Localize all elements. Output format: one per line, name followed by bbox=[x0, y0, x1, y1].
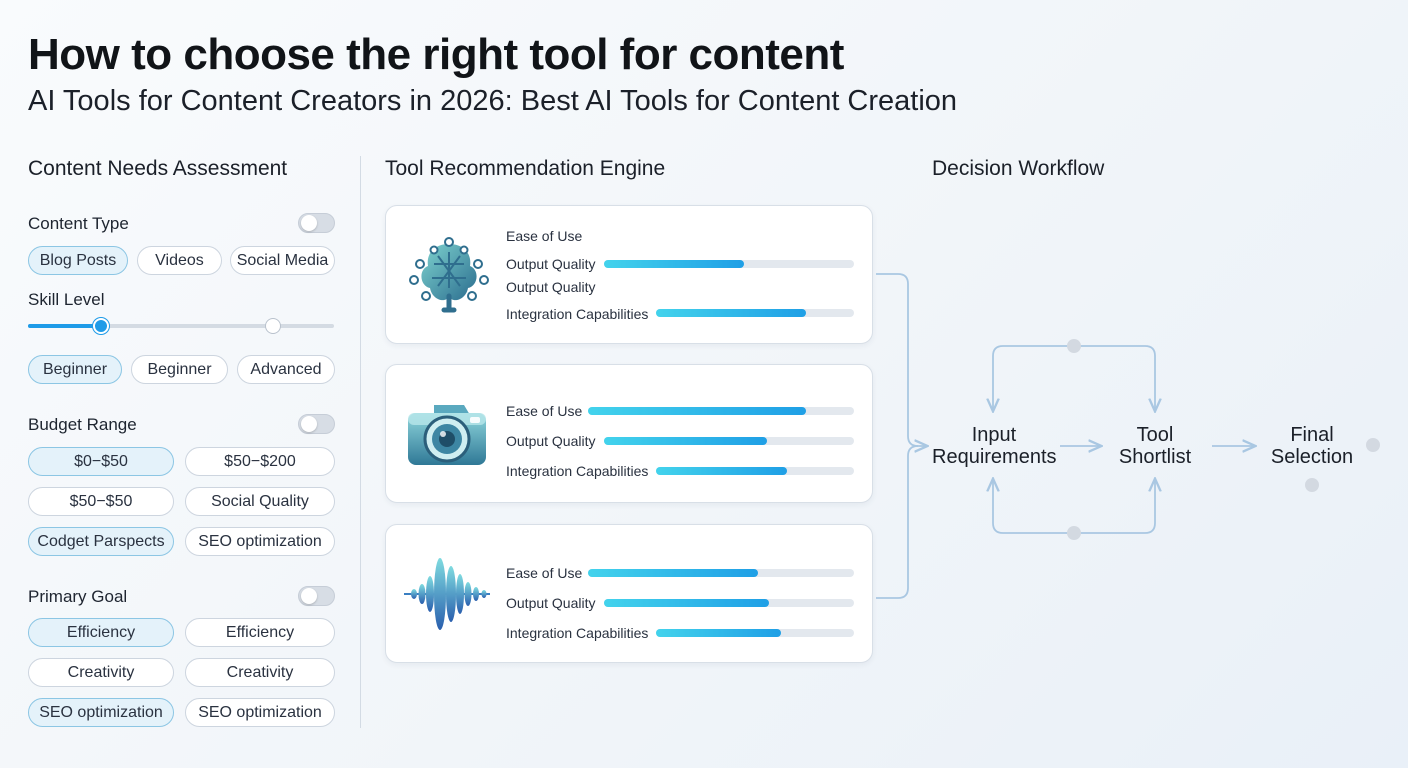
workflow-node-line: Selection bbox=[1270, 446, 1354, 468]
metric-bar-fill bbox=[604, 599, 769, 607]
metric-label: Integration Capabilities bbox=[506, 625, 649, 641]
chip-budget-3[interactable]: $50−$50 bbox=[28, 487, 174, 516]
chip-goal-6[interactable]: SEO optimization bbox=[185, 698, 335, 727]
loop-top bbox=[993, 345, 1155, 410]
budget-range-toggle[interactable] bbox=[298, 414, 335, 434]
chip-goal-2[interactable]: Efficiency bbox=[185, 618, 335, 647]
metric-bar-track bbox=[656, 629, 854, 637]
skill-level-label: Skill Level bbox=[28, 290, 105, 309]
metric-bar-fill bbox=[604, 437, 767, 445]
sound-wave-icon bbox=[404, 558, 490, 630]
workflow-node-input[interactable]: Input Requirements bbox=[932, 424, 1057, 468]
metric-bar-track bbox=[588, 569, 854, 577]
metric-bar-fill bbox=[656, 629, 781, 637]
chip-skill-2[interactable]: Beginner bbox=[131, 355, 228, 384]
chip-content-type-3[interactable]: Social Media bbox=[230, 246, 335, 275]
metric-bar-track bbox=[588, 407, 854, 415]
brain-network-icon bbox=[409, 237, 489, 313]
connector-card-3 bbox=[876, 445, 919, 599]
content-type-label: Content Type bbox=[28, 214, 129, 233]
skill-level-slider-track[interactable] bbox=[28, 324, 334, 328]
chip-goal-5[interactable]: SEO optimization bbox=[28, 698, 174, 727]
metric-bar-fill bbox=[604, 260, 744, 268]
loop-dot-bottom bbox=[1067, 526, 1081, 540]
metric-label: Ease of Use bbox=[506, 565, 583, 581]
workflow-node-final[interactable]: Final Selection bbox=[1262, 424, 1362, 468]
metric-bar-fill bbox=[588, 407, 807, 415]
metric-bar-track bbox=[656, 467, 854, 475]
primary-goal-label: Primary Goal bbox=[28, 587, 128, 606]
content-type-toggle[interactable] bbox=[298, 213, 335, 233]
chip-budget-6[interactable]: SEO optimization bbox=[185, 527, 335, 556]
metric-bar-fill bbox=[656, 467, 787, 475]
section-heading-workflow: Decision Workflow bbox=[932, 157, 1105, 180]
metric-label: Output Quality bbox=[506, 279, 596, 295]
budget-range-label: Budget Range bbox=[28, 415, 137, 434]
section-heading-assessment: Content Needs Assessment bbox=[28, 157, 288, 180]
metric-bar-track bbox=[604, 437, 854, 445]
workflow-node-line: Requirements bbox=[932, 446, 1057, 468]
metric-label: Ease of Use bbox=[506, 228, 583, 244]
chip-goal-3[interactable]: Creativity bbox=[28, 658, 174, 687]
chip-content-type-1[interactable]: Blog Posts bbox=[28, 246, 128, 275]
loop-bottom bbox=[993, 480, 1155, 534]
metric-label: Output Quality bbox=[506, 433, 596, 449]
metric-bar-track bbox=[656, 309, 854, 317]
panel-divider bbox=[360, 156, 361, 728]
workflow-node-shortlist[interactable]: Tool Shortlist bbox=[1105, 424, 1205, 468]
chip-budget-1[interactable]: $0−$50 bbox=[28, 447, 174, 476]
skill-level-slider-handle[interactable] bbox=[93, 318, 110, 334]
skill-level-slider-fill bbox=[28, 324, 102, 328]
metric-label: Output Quality bbox=[506, 256, 596, 272]
metric-label: Ease of Use bbox=[506, 403, 583, 419]
section-heading-engine: Tool Recommendation Engine bbox=[385, 157, 666, 180]
metric-bar-fill bbox=[656, 309, 807, 317]
metric-bar-track bbox=[604, 599, 854, 607]
primary-goal-toggle[interactable] bbox=[298, 586, 335, 606]
chip-budget-4[interactable]: Social Quality bbox=[185, 487, 335, 516]
metric-label: Integration Capabilities bbox=[506, 463, 649, 479]
chip-content-type-2[interactable]: Videos bbox=[137, 246, 222, 275]
chip-goal-4[interactable]: Creativity bbox=[185, 658, 335, 687]
chip-budget-2[interactable]: $50−$200 bbox=[185, 447, 335, 476]
chip-budget-5[interactable]: Codget Parspects bbox=[28, 527, 174, 556]
workflow-node-line: Tool bbox=[1136, 424, 1174, 446]
tool-card-2[interactable]: Ease of Use Output Quality Integration C… bbox=[385, 364, 873, 503]
camera-icon bbox=[408, 405, 486, 465]
chip-goal-1[interactable]: Efficiency bbox=[28, 618, 174, 647]
metric-bar-track bbox=[604, 260, 854, 268]
loop-dot-top bbox=[1067, 339, 1081, 353]
connector-card-1 bbox=[876, 273, 926, 446]
skill-level-slider-handle-secondary[interactable] bbox=[264, 318, 281, 334]
metric-label: Integration Capabilities bbox=[506, 306, 649, 322]
page-subtitle: AI Tools for Content Creators in 2026: B… bbox=[28, 85, 958, 117]
metric-bar-fill bbox=[588, 569, 759, 577]
final-dot-below bbox=[1305, 478, 1319, 492]
workflow-node-line: Final bbox=[1290, 424, 1334, 446]
chip-skill-3[interactable]: Advanced bbox=[237, 355, 335, 384]
tool-card-3[interactable]: Ease of Use Output Quality Integration C… bbox=[385, 524, 873, 663]
tool-card-1[interactable]: Ease of Use Output Quality Output Qualit… bbox=[385, 205, 873, 344]
workflow-node-line: Input bbox=[971, 424, 1017, 446]
final-dot-right bbox=[1366, 438, 1380, 452]
chip-skill-1[interactable]: Beginner bbox=[28, 355, 122, 384]
metric-label: Output Quality bbox=[506, 595, 596, 611]
page-title: How to choose the right tool for content bbox=[28, 30, 844, 79]
workflow-node-line: Shortlist bbox=[1118, 446, 1192, 468]
